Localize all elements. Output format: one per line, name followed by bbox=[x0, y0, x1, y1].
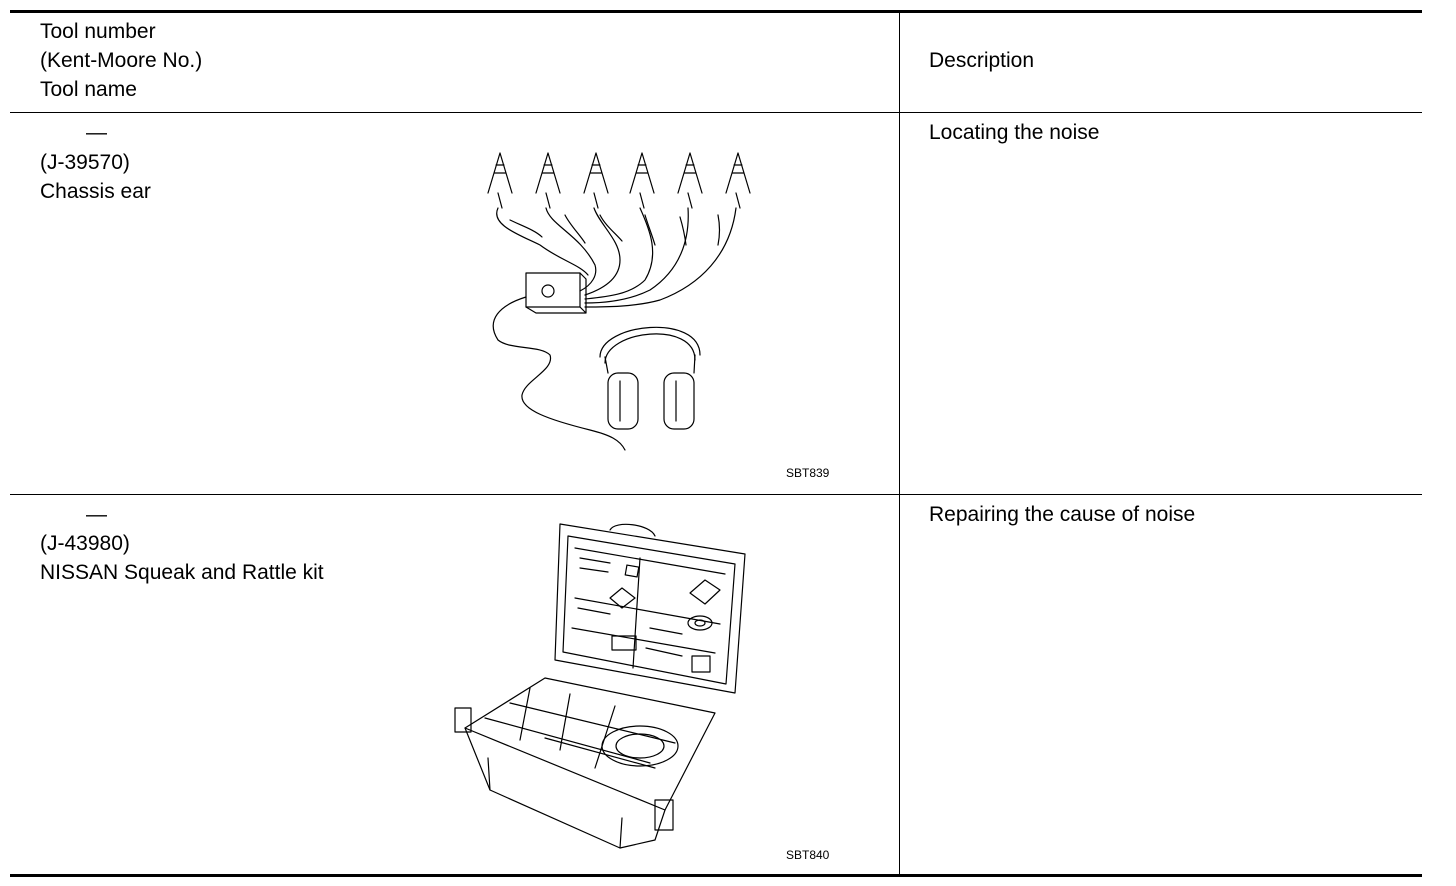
kent-moore-number: (J-43980) bbox=[40, 532, 130, 555]
header-tool-number: Tool number bbox=[40, 20, 156, 43]
header-kent-moore: (Kent-Moore No.) bbox=[40, 49, 203, 72]
row-divider bbox=[10, 494, 1422, 495]
illustration-code: SBT839 bbox=[786, 466, 830, 480]
tool-name: NISSAN Squeak and Rattle kit bbox=[40, 561, 324, 584]
table-bottom-rule bbox=[10, 874, 1422, 877]
tool-number: — bbox=[86, 121, 107, 144]
illustration-code: SBT840 bbox=[786, 848, 830, 862]
kent-moore-number: (J-39570) bbox=[40, 151, 130, 174]
tool-name: Chassis ear bbox=[40, 180, 151, 203]
squeak-rattle-kit-illustration bbox=[454, 523, 746, 849]
tool-description: Locating the noise bbox=[929, 121, 1100, 144]
tool-number: — bbox=[86, 503, 107, 526]
header-description: Description bbox=[929, 49, 1035, 72]
column-divider bbox=[899, 10, 900, 876]
chassis-ear-illustration bbox=[487, 152, 751, 451]
header-tool-name: Tool name bbox=[40, 78, 137, 101]
header-bottom-rule bbox=[10, 112, 1422, 113]
tool-description: Repairing the cause of noise bbox=[929, 503, 1196, 526]
table-top-rule bbox=[10, 10, 1422, 13]
